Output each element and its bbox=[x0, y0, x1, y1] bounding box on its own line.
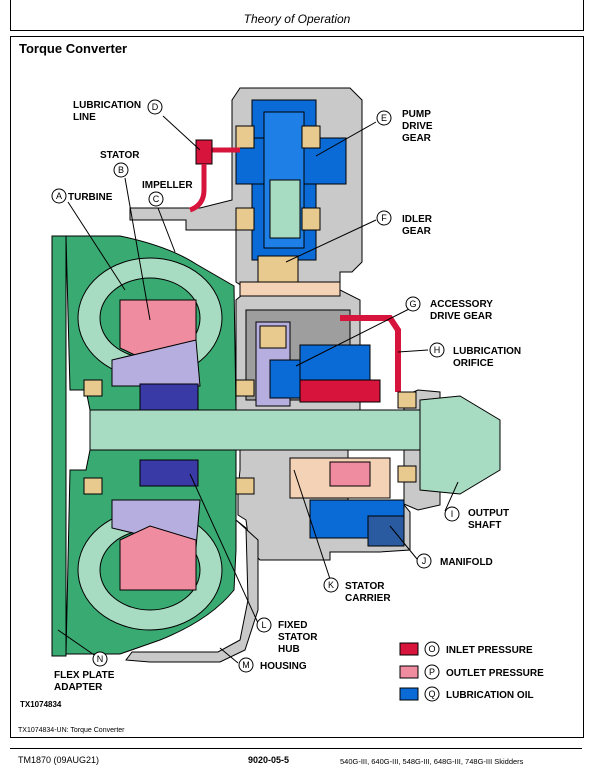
callout-J-line1: MANIFOLD bbox=[440, 557, 493, 568]
callout-E-line3: GEAR bbox=[402, 133, 432, 144]
callout-G-letter: G bbox=[409, 299, 416, 309]
figure-id: TX1074834 bbox=[20, 700, 62, 709]
callout-L-line2: STATOR bbox=[278, 632, 318, 643]
callout-K-line2: CARRIER bbox=[345, 593, 391, 604]
callout-F: F IDLER GEAR bbox=[376, 210, 433, 237]
callout-L-letter: L bbox=[261, 620, 266, 630]
callout-B-line1: STATOR bbox=[100, 150, 140, 161]
callout-D: LUBRICATION LINE D bbox=[73, 99, 163, 123]
header-title: Theory of Operation bbox=[243, 12, 351, 26]
legend-Q-letter: Q bbox=[428, 689, 435, 699]
legend-Q-label: LUBRICATION OIL bbox=[446, 690, 534, 701]
callout-G: G ACCESSORY DRIVE GEAR bbox=[405, 296, 493, 322]
callout-F-line1: IDLER bbox=[402, 214, 433, 225]
callout-K: K STATOR CARRIER bbox=[323, 577, 391, 604]
callout-I-line2: SHAFT bbox=[468, 520, 501, 531]
callout-C: IMPELLER C bbox=[142, 180, 193, 207]
figure-caption: TX1074834-UN: Torque Converter bbox=[18, 727, 125, 734]
callout-B: STATOR B bbox=[100, 150, 140, 178]
callout-M-line1: HOUSING bbox=[260, 661, 307, 672]
bearings bbox=[83, 379, 417, 495]
callout-C-line1: IMPELLER bbox=[142, 180, 193, 191]
legend-swatch-lube bbox=[399, 687, 419, 701]
callout-K-line1: STATOR bbox=[345, 581, 385, 592]
legend-O-letter: O bbox=[428, 644, 435, 654]
legend-swatch-inlet bbox=[399, 642, 419, 656]
callout-E-line1: PUMP bbox=[402, 109, 431, 120]
callout-L: L FIXED STATOR HUB bbox=[256, 617, 318, 655]
page-header: Theory of Operation bbox=[10, 0, 584, 31]
callout-L-line1: FIXED bbox=[278, 620, 307, 631]
callout-H: H LUBRICATION ORIFICE bbox=[429, 342, 521, 369]
callout-D-line2: LINE bbox=[73, 112, 96, 123]
callout-B-letter: B bbox=[118, 165, 124, 175]
callout-I-letter: I bbox=[451, 509, 454, 519]
footer-divider bbox=[10, 748, 582, 749]
callout-D-line1: LUBRICATION bbox=[73, 100, 141, 111]
callout-E: E PUMP DRIVE GEAR bbox=[376, 109, 433, 144]
callout-I-line1: OUTPUT bbox=[468, 508, 509, 519]
callout-F-letter: F bbox=[381, 213, 387, 223]
callout-J: J MANIFOLD bbox=[416, 553, 493, 569]
callout-N-line2: ADAPTER bbox=[54, 682, 103, 693]
callout-N: N FLEX PLATE ADAPTER bbox=[54, 651, 115, 693]
legend-P-label: OUTLET PRESSURE bbox=[446, 668, 544, 679]
callout-A-letter: A bbox=[56, 191, 62, 201]
callout-N-line1: FLEX PLATE bbox=[54, 670, 115, 681]
figure-panel: Torque Converter bbox=[10, 36, 584, 738]
callout-E-line2: DRIVE bbox=[402, 121, 433, 132]
footer-page-number: 9020-05-5 bbox=[248, 755, 290, 765]
callout-E-letter: E bbox=[381, 113, 387, 123]
callout-H-line1: LUBRICATION bbox=[453, 346, 521, 357]
stator-blades bbox=[111, 299, 201, 591]
legend: O INLET PRESSURE P OUTLET PRESSURE Q LUB… bbox=[399, 641, 544, 702]
callout-M-letter: M bbox=[242, 660, 250, 670]
pump-drive-gear-assembly bbox=[235, 99, 347, 297]
callout-G-line1: ACCESSORY bbox=[430, 299, 493, 310]
leader-lines bbox=[57, 115, 459, 664]
callout-H-line2: ORIFICE bbox=[453, 358, 494, 369]
callout-N-letter: N bbox=[97, 654, 104, 664]
callout-L-line3: HUB bbox=[278, 644, 300, 655]
callout-M: M HOUSING bbox=[238, 657, 307, 673]
footer-right: 540G-III, 640G-III, 548G-III, 648G-III, … bbox=[340, 757, 524, 766]
output-shaft bbox=[89, 383, 501, 495]
lubrication-line bbox=[189, 139, 401, 392]
callout-C-letter: C bbox=[153, 194, 160, 204]
callout-H-letter: H bbox=[434, 345, 441, 355]
callout-I: I OUTPUT SHAFT bbox=[444, 506, 509, 531]
callout-G-line2: DRIVE GEAR bbox=[430, 311, 493, 322]
callout-A: A TURBINE bbox=[51, 188, 113, 204]
callout-F-line2: GEAR bbox=[402, 226, 432, 237]
footer-left: TM1870 (09AUG21) bbox=[18, 755, 100, 765]
callout-D-letter: D bbox=[152, 102, 159, 112]
legend-swatch-outlet bbox=[399, 665, 419, 679]
section-title: Torque Converter bbox=[19, 41, 128, 56]
legend-P-letter: P bbox=[429, 667, 435, 677]
callout-K-letter: K bbox=[328, 580, 334, 590]
stator-carrier-and-manifold bbox=[289, 379, 405, 547]
callout-A-line1: TURBINE bbox=[68, 192, 113, 203]
callout-J-letter: J bbox=[422, 556, 427, 566]
legend-O-label: INLET PRESSURE bbox=[446, 645, 533, 656]
